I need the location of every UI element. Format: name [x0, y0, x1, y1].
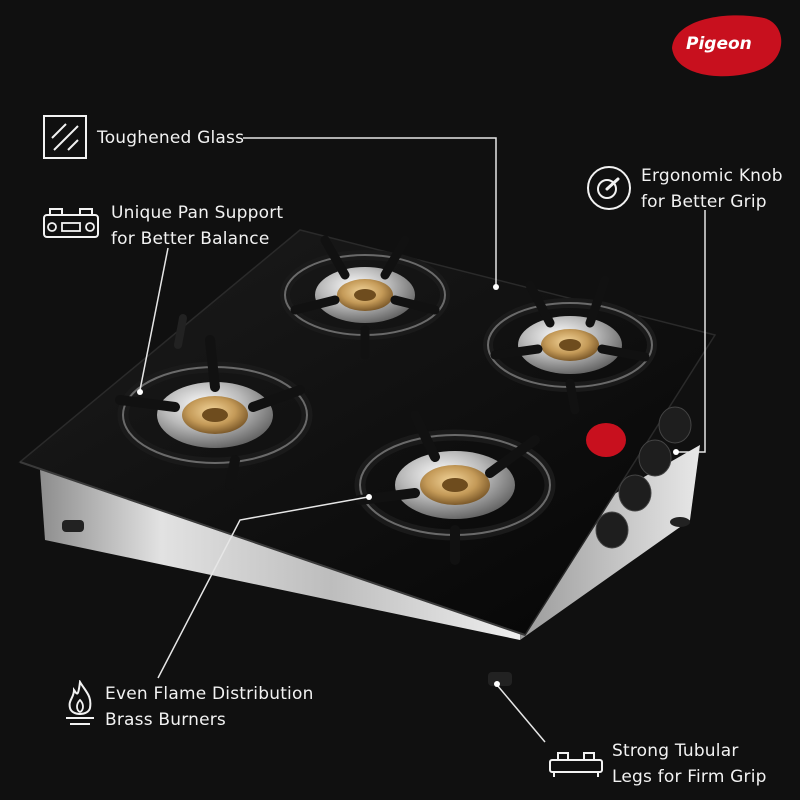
- stove-leg: [488, 672, 512, 686]
- burner-top: [280, 235, 450, 360]
- feature-tubular-legs: Strong Tubular Legs for Firm Grip: [612, 738, 767, 790]
- callout-legs-line: [496, 684, 546, 743]
- feature-legs-line1: Strong Tubular: [612, 741, 739, 761]
- toughened-glass-icon: [42, 114, 88, 160]
- knob-icon: [585, 164, 633, 212]
- feature-knob-line2: for Better Grip: [641, 192, 767, 212]
- callout-knob-line: [677, 210, 706, 453]
- feature-toughened-glass: Toughened Glass: [97, 125, 244, 151]
- feature-flame-line1: Even Flame Distribution: [105, 684, 314, 704]
- feature-pan-support-line1: Unique Pan Support: [111, 203, 284, 223]
- callout-glass-line: [243, 137, 497, 285]
- feature-pan-support-line2: for Better Balance: [111, 229, 270, 249]
- feature-flame-line2: Brass Burners: [105, 710, 226, 730]
- callout-pan-line: [139, 247, 169, 391]
- callout-lines: [139, 137, 706, 743]
- knob-group: [595, 406, 692, 549]
- pan-support-icon: [42, 205, 100, 239]
- stove-leg: [62, 520, 84, 532]
- burner-right: [483, 275, 657, 415]
- feature-pan-support: Unique Pan Support for Better Balance: [111, 200, 283, 252]
- brand-logo: Pigeon: [664, 10, 786, 82]
- brand-logo-text: Pigeon: [686, 34, 752, 54]
- feature-ergonomic-knob: Ergonomic Knob for Better Grip: [641, 163, 783, 215]
- callout-flame-line: [157, 496, 369, 679]
- burner-front: [354, 410, 556, 565]
- feature-flame: Even Flame Distribution Brass Burners: [105, 681, 314, 733]
- feature-knob-line1: Ergonomic Knob: [641, 166, 783, 186]
- glass-logo: [586, 423, 626, 457]
- stove-body-front: [40, 470, 525, 640]
- gas-inlet: [174, 314, 187, 349]
- burner-left: [115, 335, 313, 490]
- stove-legs-icon: [548, 748, 604, 778]
- flame-icon: [62, 679, 98, 726]
- feature-toughened-glass-text: Toughened Glass: [97, 128, 245, 148]
- stove-leg: [670, 517, 690, 527]
- feature-legs-line2: Legs for Firm Grip: [612, 767, 767, 787]
